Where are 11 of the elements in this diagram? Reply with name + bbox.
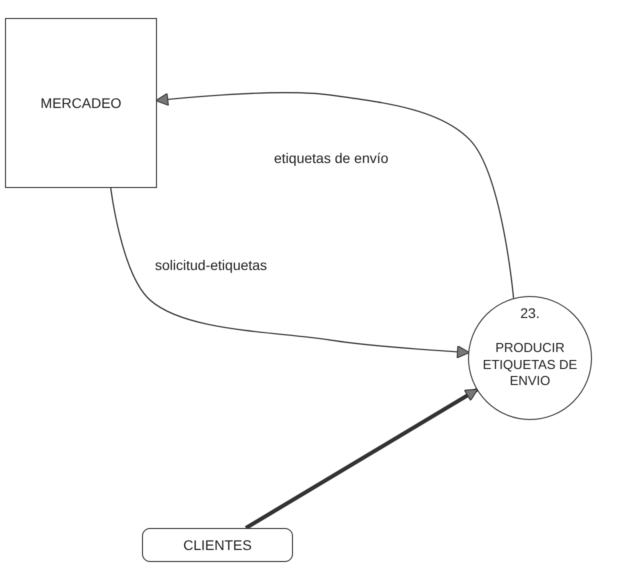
node-label: MERCADEO [40, 94, 122, 112]
arrow [155, 92, 514, 298]
arrow [110, 188, 470, 358]
node-label: PRODUCIR ETIQUETAS DE ENVIO [482, 340, 578, 390]
process-number: 23. [520, 305, 540, 321]
entity-box [5, 18, 157, 188]
node-label: CLIENTES [182, 536, 253, 554]
edge-label: solicitud-etiquetas [153, 257, 270, 273]
arrow [244, 388, 478, 530]
edge-label: etiquetas de envío [272, 150, 390, 166]
entity-box [142, 528, 293, 562]
